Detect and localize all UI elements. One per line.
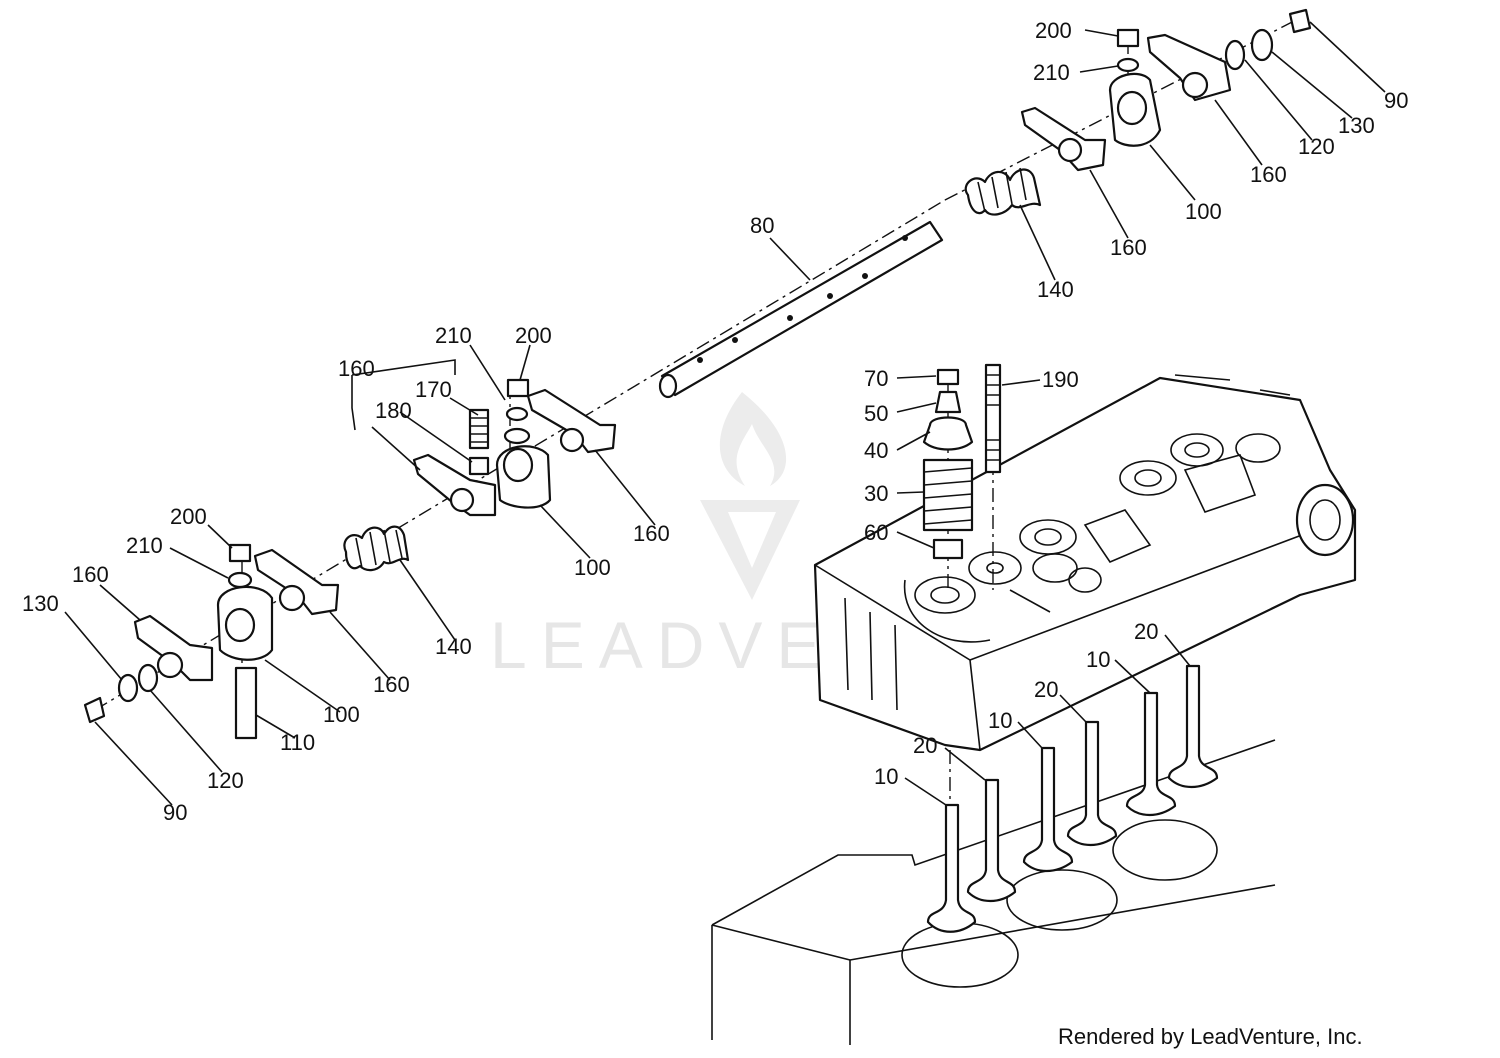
cylinder-head xyxy=(813,374,1357,752)
callout-head-50: 50 xyxy=(864,401,888,426)
callout-head-30: 30 xyxy=(864,481,888,506)
callout-top-120: 120 xyxy=(1298,134,1335,159)
callout-valve-20c: 20 xyxy=(913,733,937,758)
callout-valve-20b: 20 xyxy=(1034,677,1058,702)
rocker-assembly-lower xyxy=(83,543,340,740)
callout-mid-100: 100 xyxy=(574,555,611,580)
valve-spring-stack xyxy=(922,363,1002,560)
callout-low-200: 200 xyxy=(170,504,207,529)
callout-top-140: 140 xyxy=(1037,277,1074,302)
rocker-spring-lower-140 xyxy=(343,525,410,572)
callout-head-190: 190 xyxy=(1042,367,1079,392)
callout-valve-10b: 10 xyxy=(988,708,1012,733)
callout-mid-210: 210 xyxy=(435,323,472,348)
callout-top-160a: 160 xyxy=(1250,162,1287,187)
callout-mid-180: 180 xyxy=(375,398,412,423)
rocker-shaft-80 xyxy=(658,220,944,399)
callout-mid-160: 160 xyxy=(633,521,670,546)
callout-low-140: 140 xyxy=(435,634,472,659)
callout-top-90: 90 xyxy=(1384,88,1408,113)
callout-valve-10c: 10 xyxy=(874,764,898,789)
callout-valve-20a: 20 xyxy=(1134,619,1158,644)
render-credit: Rendered by LeadVenture, Inc. xyxy=(1058,1024,1363,1049)
callout-top-100: 100 xyxy=(1185,199,1222,224)
callout-low-160b: 160 xyxy=(373,672,410,697)
callout-low-210: 210 xyxy=(126,533,163,558)
callout-mid-160-bracket: 160 xyxy=(338,356,375,381)
watermark-flame-icon xyxy=(719,392,787,486)
callout-head-60: 60 xyxy=(864,520,888,545)
callout-top-200: 200 xyxy=(1035,18,1072,43)
rocker-assembly-top xyxy=(1020,8,1312,172)
callout-mid-200: 200 xyxy=(515,323,552,348)
callout-head-70: 70 xyxy=(864,366,888,391)
callout-top-160b: 160 xyxy=(1110,235,1147,260)
rocker-assembly-middle xyxy=(412,378,617,517)
callout-shaft-80: 80 xyxy=(750,213,774,238)
callout-labels: 200 210 90 130 120 160 100 160 140 80 21… xyxy=(22,18,1408,825)
callout-low-120: 120 xyxy=(207,768,244,793)
leader-lines xyxy=(64,21,1386,806)
callout-low-160a: 160 xyxy=(72,562,109,587)
watermark-v-icon xyxy=(700,500,800,600)
callout-top-210: 210 xyxy=(1033,60,1070,85)
callout-valve-10a: 10 xyxy=(1086,647,1110,672)
callout-top-130: 130 xyxy=(1338,113,1375,138)
valves xyxy=(926,664,1219,933)
callout-low-110: 110 xyxy=(280,730,315,755)
callout-low-130: 130 xyxy=(22,591,59,616)
callout-low-90: 90 xyxy=(163,800,187,825)
rocker-spring-upper-140 xyxy=(964,167,1042,216)
callout-low-100: 100 xyxy=(323,702,360,727)
callout-mid-170: 170 xyxy=(415,377,452,402)
callout-head-40: 40 xyxy=(864,438,888,463)
